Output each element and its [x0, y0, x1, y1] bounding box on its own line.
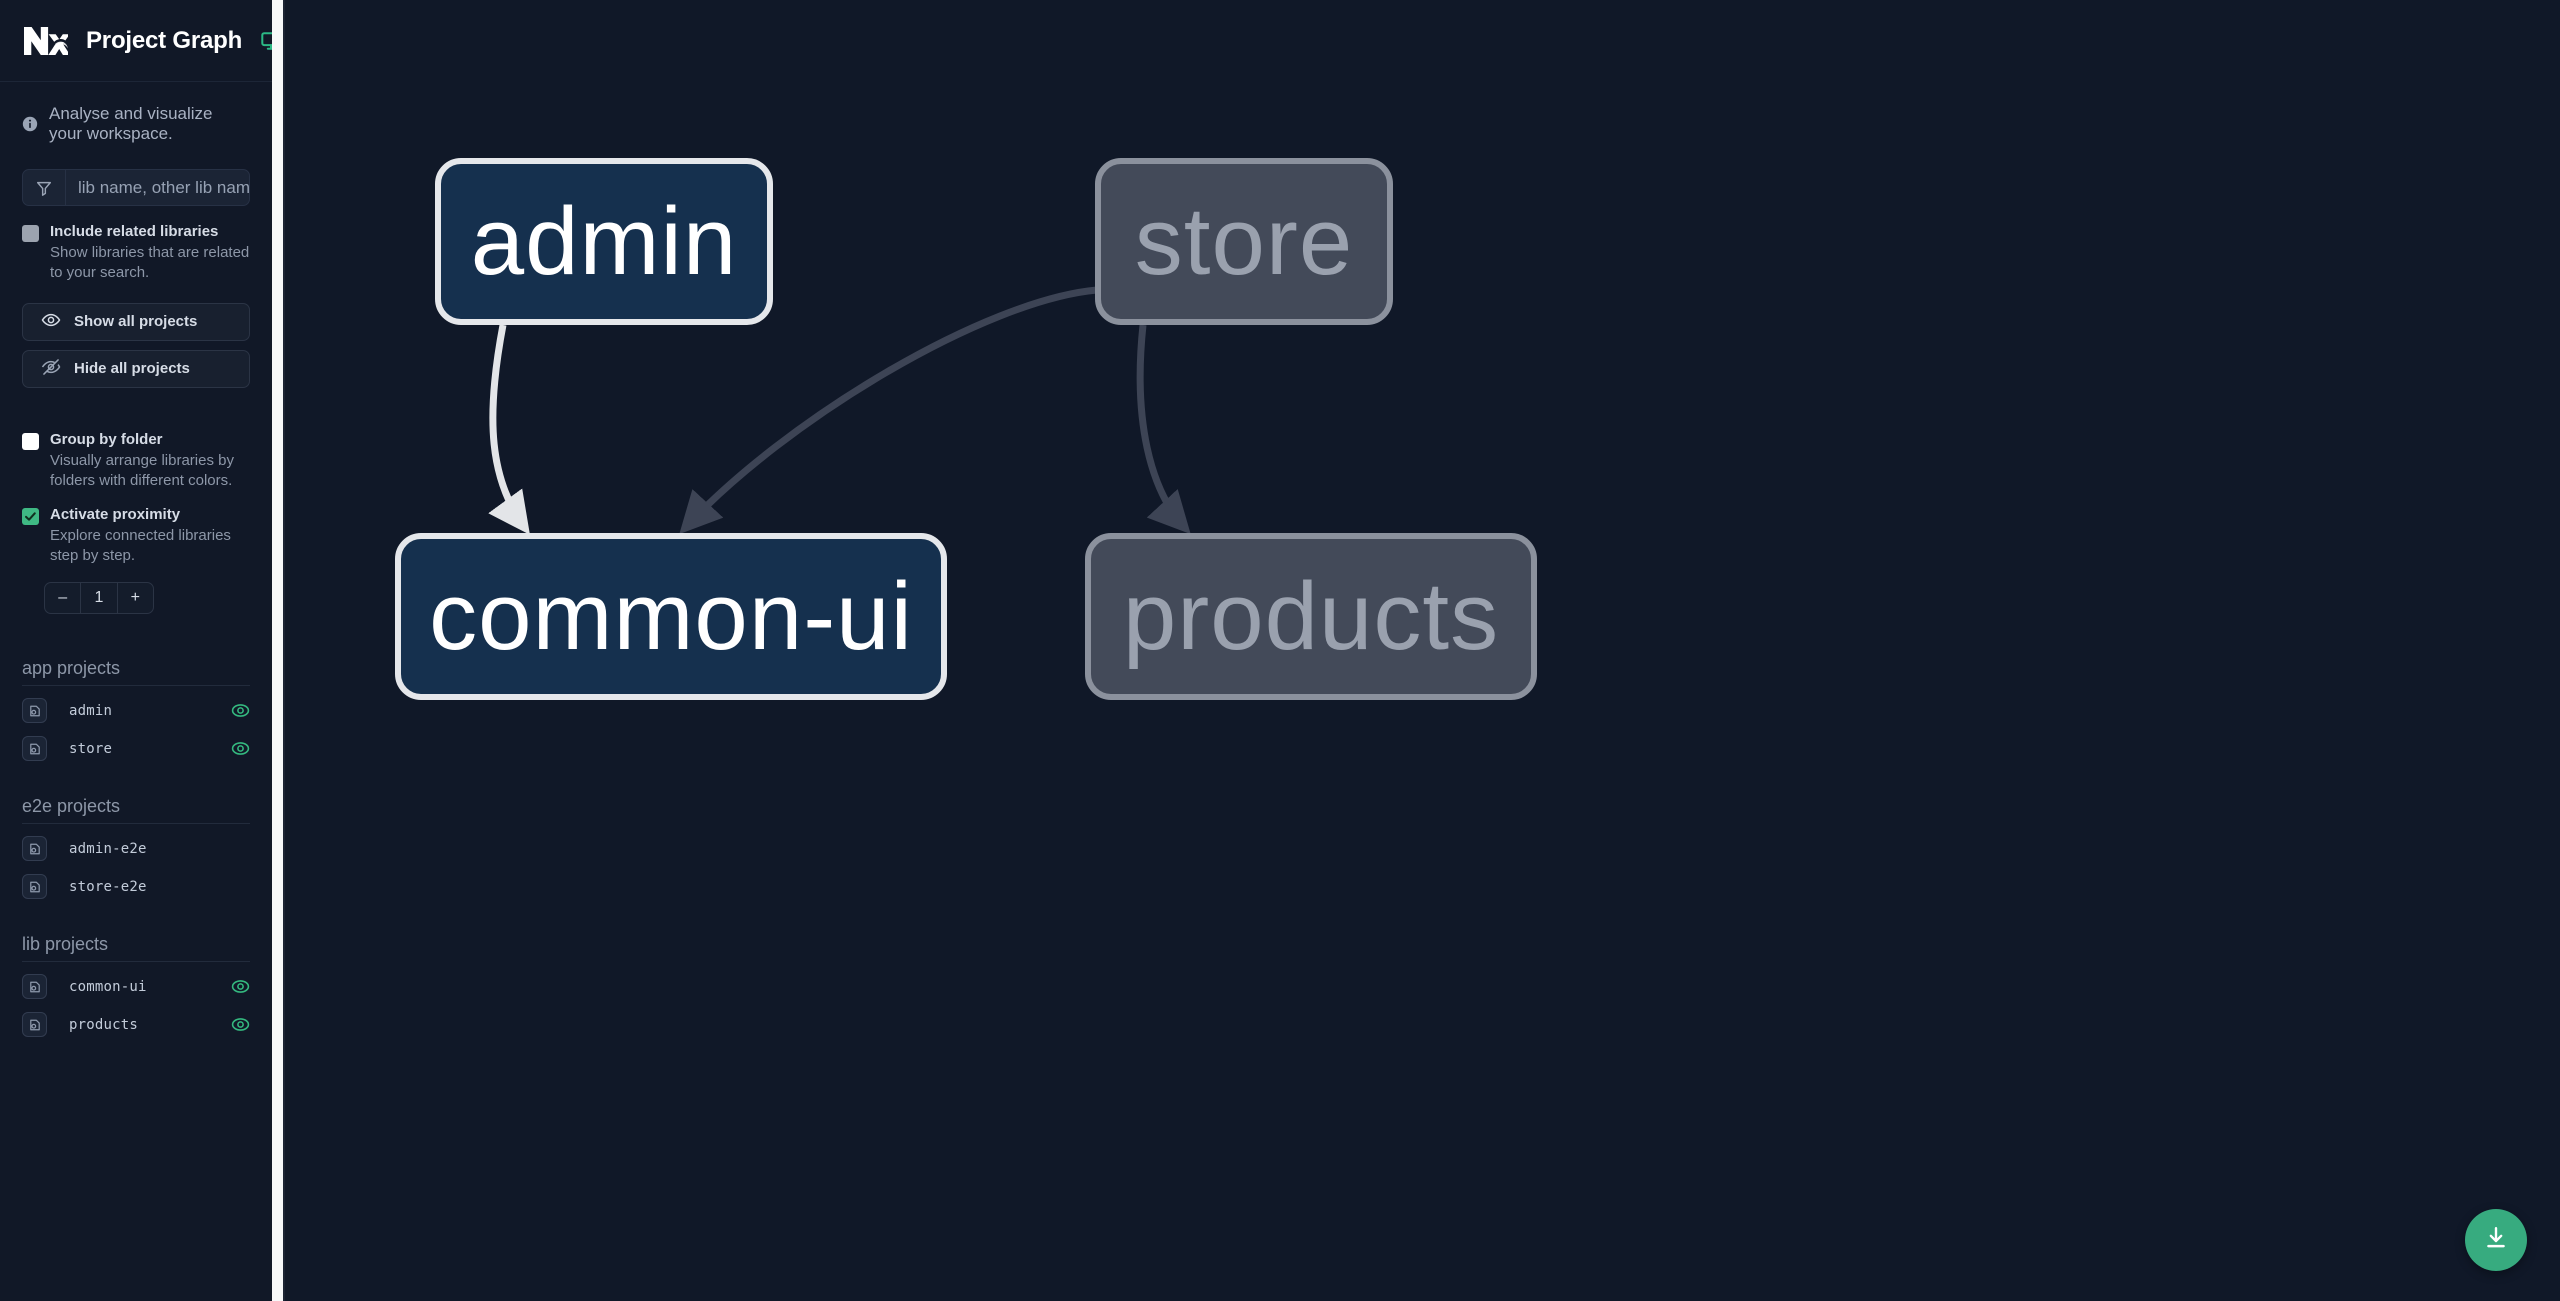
proximity-stepper[interactable]: – 1 +: [44, 581, 154, 614]
option-group-by-folder[interactable]: Group by folder Visually arrange librari…: [0, 430, 272, 491]
nx-project-icon: [22, 874, 47, 900]
graph-node-store[interactable]: store: [1095, 158, 1393, 325]
project-name: common-ui: [69, 978, 147, 995]
eye-visible-icon[interactable]: [231, 977, 250, 996]
project-row-store-e2e[interactable]: store-e2e: [0, 868, 272, 906]
graph-node-products[interactable]: products: [1085, 533, 1537, 700]
group-by-folder-checkbox[interactable]: [22, 432, 39, 450]
group-heading-app-projects: app projects: [22, 658, 250, 686]
graph-node-label: admin: [470, 187, 738, 295]
proximity-decrement-button[interactable]: –: [45, 582, 82, 613]
monitor-icon[interactable]: [260, 30, 272, 52]
activate-proximity-label: Activate proximity: [50, 505, 181, 523]
graph-edges: [488, 286, 1191, 535]
sidebar-tagline-text: Analyse and visualize your workspace.: [49, 104, 213, 143]
project-name: products: [69, 1016, 139, 1033]
graph-node-label: store: [1134, 187, 1354, 295]
sidebar-header: Project Graph: [0, 0, 272, 82]
include-related-libraries-checkbox[interactable]: [22, 225, 39, 242]
group-by-folder-desc: Visually arrange libraries by folders wi…: [50, 452, 234, 489]
nx-project-icon: [22, 698, 47, 724]
proximity-value: 1: [81, 582, 118, 613]
project-row-store[interactable]: store: [0, 730, 272, 768]
hide-all-projects-label: Hide all projects: [74, 360, 190, 378]
info-icon: [22, 116, 38, 132]
hide-all-projects-button[interactable]: Hide all projects: [22, 349, 250, 388]
option-activate-proximity[interactable]: Activate proximity Explore connected lib…: [0, 505, 272, 566]
funnel-icon: [23, 170, 66, 205]
download-icon: [2483, 1225, 2509, 1256]
eye-visible-icon[interactable]: [231, 739, 250, 758]
page-title: Project Graph: [86, 26, 243, 54]
sidebar-tagline: Analyse and visualize your workspace.: [0, 82, 272, 144]
search-container[interactable]: [22, 169, 250, 206]
graph-node-common-ui[interactable]: common-ui: [395, 533, 947, 700]
show-all-projects-label: Show all projects: [74, 313, 198, 331]
search-input[interactable]: [66, 170, 249, 205]
eye-off-icon: [41, 357, 61, 381]
edge-store-to-products: [1136, 324, 1191, 535]
edge-store-to-common-ui: [679, 286, 1098, 535]
group-heading-e2e-projects: e2e projects: [22, 796, 250, 824]
eye-visible-icon[interactable]: [231, 701, 250, 720]
project-row-admin[interactable]: admin: [0, 692, 272, 730]
proximity-increment-button[interactable]: +: [130, 588, 140, 606]
edge-admin-to-common-ui: [488, 324, 530, 535]
graph-node-admin[interactable]: admin: [435, 158, 773, 325]
project-name: admin: [69, 702, 113, 719]
include-related-libraries-label: Include related libraries: [50, 223, 219, 240]
graph-node-label: products: [1122, 562, 1500, 670]
nx-project-icon: [22, 736, 47, 762]
group-heading-lib-projects: lib projects: [22, 934, 250, 962]
project-row-admin-e2e[interactable]: admin-e2e: [0, 830, 272, 868]
show-all-projects-button[interactable]: Show all projects: [22, 302, 250, 341]
nx-project-icon: [22, 974, 47, 1000]
project-row-common-ui[interactable]: common-ui: [0, 968, 272, 1006]
graph-canvas[interactable]: admin store common-ui products: [285, 0, 2560, 1301]
sidebar-resize-divider[interactable]: [272, 0, 285, 1301]
nx-logo-icon: [22, 21, 71, 61]
eye-icon: [41, 310, 61, 334]
project-name: admin-e2e: [69, 840, 147, 857]
activate-proximity-checkbox[interactable]: [22, 507, 39, 525]
graph-node-label: common-ui: [429, 562, 913, 670]
project-name: store-e2e: [69, 878, 147, 895]
activate-proximity-desc: Explore connected libraries step by step…: [50, 526, 231, 564]
project-row-products[interactable]: products: [0, 1006, 272, 1044]
nx-project-icon: [22, 836, 47, 862]
project-name: store: [69, 740, 113, 757]
eye-visible-icon[interactable]: [231, 1015, 250, 1034]
sidebar: Project Graph Analyse and visualize your…: [0, 0, 272, 1301]
group-by-folder-label: Group by folder: [50, 430, 163, 448]
include-related-libraries-desc: Show libraries that are related to your …: [50, 244, 250, 282]
download-graph-button[interactable]: [2465, 1209, 2527, 1271]
option-include-related-libraries[interactable]: Include related libraries Show libraries…: [0, 222, 272, 283]
nx-project-icon: [22, 1012, 47, 1038]
